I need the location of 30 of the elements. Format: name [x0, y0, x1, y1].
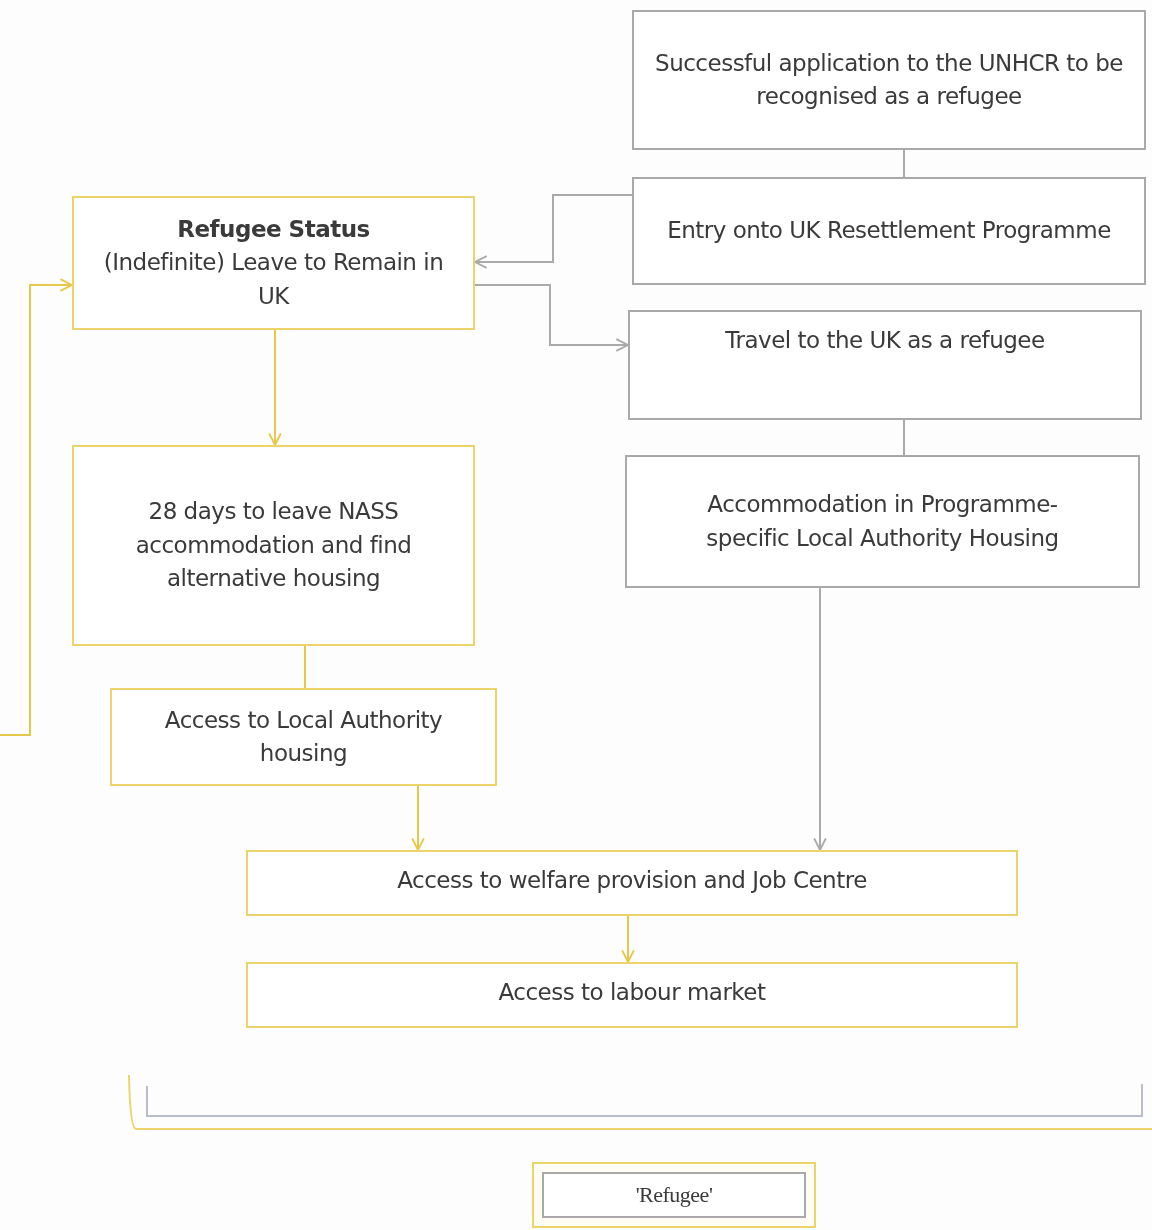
connector-line [903, 149, 905, 178]
process-box [625, 455, 1140, 588]
process-box [72, 445, 475, 646]
box-text: (Indefinite) Leave to Remain in UK [103, 248, 444, 311]
box-text: Entry onto UK Resettlement Programme [667, 216, 1111, 246]
arrow [268, 329, 282, 446]
process-box [632, 177, 1146, 285]
box-heading: Refugee Status [177, 215, 370, 244]
box-text: Access to Local Authority housing [163, 705, 444, 768]
box-text: 28 days to leave NASS accommodation and find alternative housing [134, 497, 413, 594]
arrow [621, 915, 635, 963]
box-text: Access to labour market [498, 978, 766, 1007]
connector-line [903, 419, 905, 456]
process-box [632, 10, 1146, 150]
box-text: Travel to the UK as a refugee [725, 326, 1045, 355]
process-box [246, 850, 1018, 916]
arrow [0, 278, 73, 736]
process-box [246, 962, 1018, 1028]
process-box [628, 310, 1142, 420]
box-text: Successful application to the UNHCR to be recognised as a refugee [654, 48, 1124, 111]
box-text: 'Refugee' [635, 1181, 713, 1210]
box-text: Access to welfare provision and Job Centre [397, 866, 867, 895]
process-box [72, 196, 475, 330]
arrow [474, 194, 633, 269]
arrow [813, 587, 827, 851]
box-text: Accommodation in Programme-specific Local Authority Housing [705, 490, 1060, 553]
arrow [411, 785, 425, 851]
connector-line [304, 645, 306, 689]
process-box [110, 688, 497, 786]
arrow [474, 284, 629, 352]
